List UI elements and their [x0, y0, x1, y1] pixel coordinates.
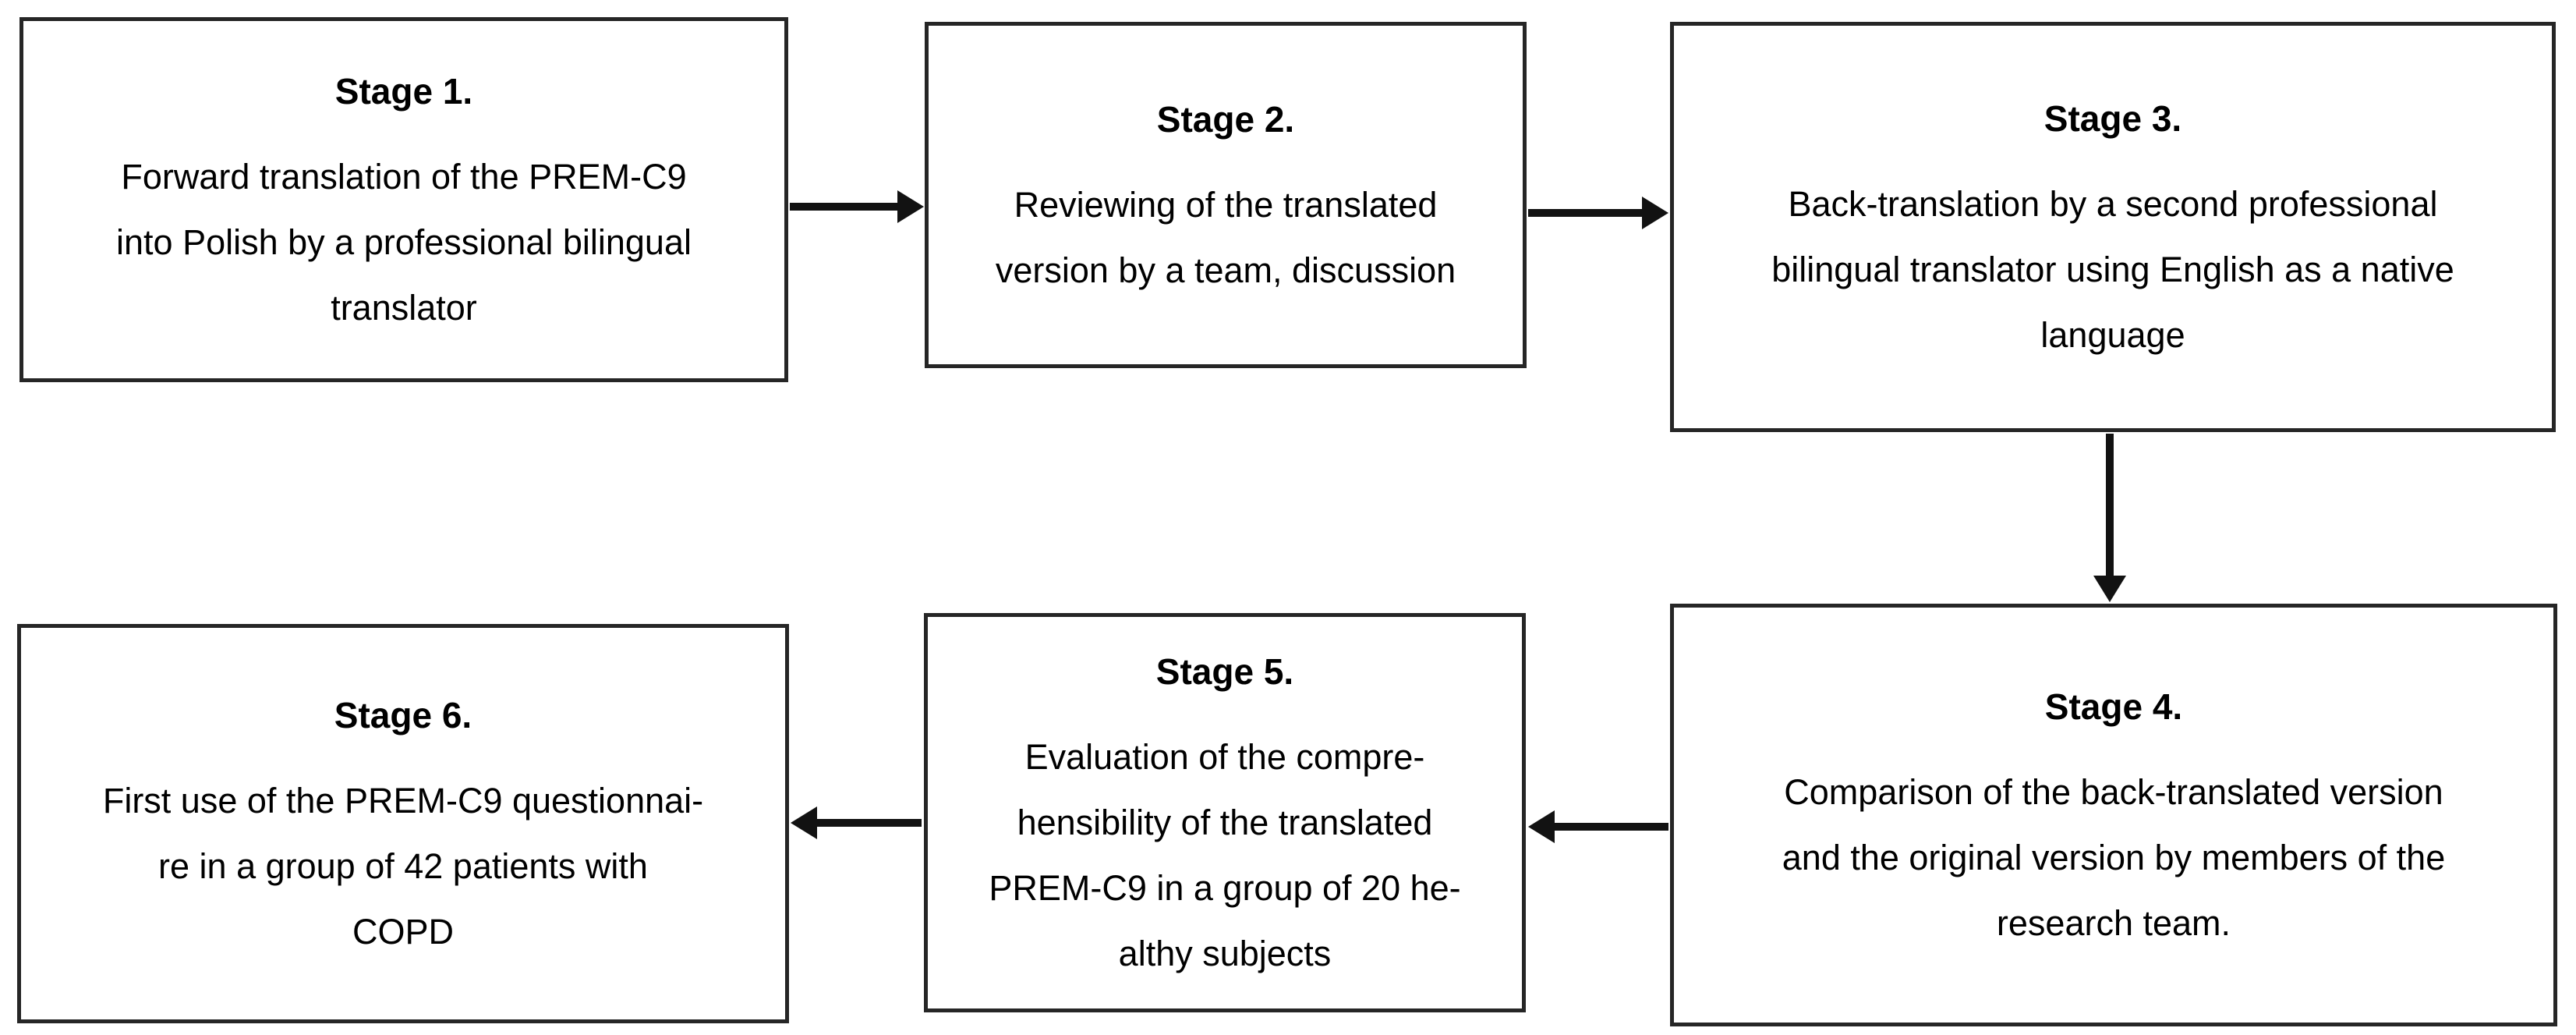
- arrow-shaft: [790, 203, 901, 211]
- arrow-stage-5-to-stage-6: [791, 806, 922, 839]
- arrow-head: [791, 806, 817, 839]
- arrow-head: [1642, 197, 1668, 229]
- arrow-stage-2-to-stage-3: [1528, 197, 1668, 229]
- arrow-head: [1528, 810, 1555, 843]
- stage-1-title: Stage 1.: [334, 71, 473, 112]
- stage-6-title: Stage 6.: [334, 695, 472, 735]
- arrow-shaft: [2106, 434, 2114, 579]
- stage-3-description: Back-translation by a second professiona…: [1771, 184, 2454, 355]
- stage-6-box: Stage 6. First use of the PREM-C9 questi…: [17, 624, 789, 1023]
- stage-3-box: Stage 3. Back-translation by a second pr…: [1670, 22, 2556, 432]
- stage-6-description: First use of the PREM-C9 questionnai- re…: [102, 781, 704, 952]
- stage-2-description: Reviewing of the translated version by a…: [995, 185, 1456, 290]
- stage-4-description: Comparison of the back-translated versio…: [1782, 772, 2446, 943]
- arrow-shaft: [1528, 209, 1645, 217]
- arrow-shaft: [1552, 823, 1668, 831]
- arrow-shaft: [814, 819, 922, 827]
- arrow-head: [2093, 576, 2126, 602]
- stage-3-title: Stage 3.: [2043, 98, 2182, 139]
- stage-1-box: Stage 1. Forward translation of the PREM…: [19, 17, 788, 382]
- arrow-stage-3-to-stage-4: [2093, 434, 2126, 602]
- arrow-stage-1-to-stage-2: [790, 190, 924, 223]
- stage-1-description: Forward translation of the PREM-C9 into …: [116, 157, 692, 328]
- stage-5-description: Evaluation of the compre- hensibility of…: [989, 737, 1461, 973]
- stage-5-title: Stage 5.: [1155, 651, 1294, 692]
- stage-4-title: Stage 4.: [2044, 686, 2183, 727]
- arrow-head: [897, 190, 924, 223]
- stage-2-title: Stage 2.: [1156, 99, 1295, 140]
- stage-2-box: Stage 2. Reviewing of the translated ver…: [925, 22, 1527, 368]
- stage-4-box: Stage 4. Comparison of the back-translat…: [1670, 604, 2557, 1026]
- arrow-stage-4-to-stage-5: [1528, 810, 1668, 843]
- stage-5-box: Stage 5. Evaluation of the compre- hensi…: [924, 613, 1526, 1012]
